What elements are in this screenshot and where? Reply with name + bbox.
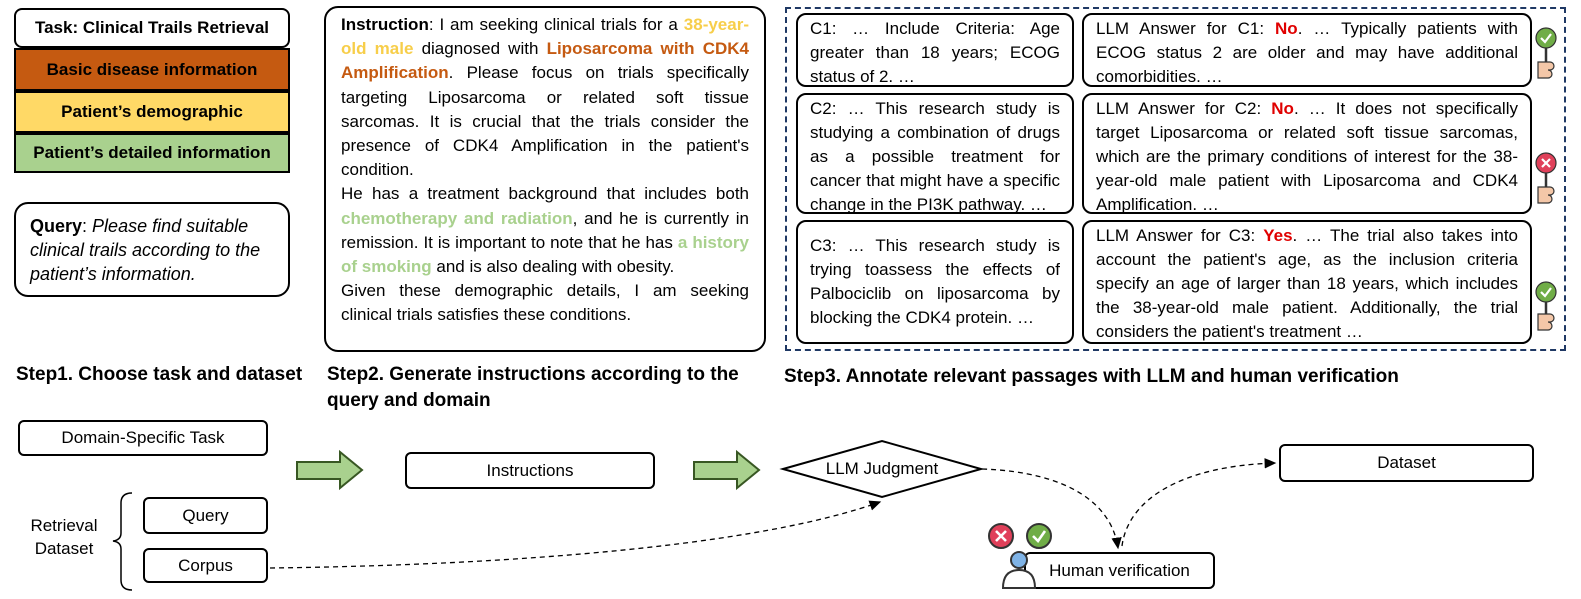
candidate-c3: C3: … This research study is trying toas… [796, 220, 1074, 344]
instruction-p2b: , and he is currently in remission. It i… [341, 208, 749, 252]
answer-c3: LLM Answer for C3: Yes. … The trial also… [1082, 220, 1532, 344]
approve-badge-icon [1026, 523, 1052, 549]
judgment-to-verification-arrow [981, 468, 1122, 550]
green-arrow-1 [296, 449, 364, 491]
answer-c2: LLM Answer for C2: No. … It does not spe… [1082, 93, 1532, 214]
thumb-up-check-icon [1535, 281, 1557, 331]
instruction-p2c: and is also dealing with obesity. [431, 257, 675, 277]
query-node: Query [143, 497, 268, 534]
thumb-down-cross-icon [1535, 152, 1557, 204]
corpus-to-judgment-arrow [269, 500, 882, 569]
instruction-age: 38-year-old male [341, 15, 749, 59]
retrieval-dataset-brace [112, 492, 133, 591]
instruction-p3: Given these demographic details, I am se… [341, 281, 749, 325]
answer-c1: LLM Answer for C1: No. … Typically patie… [1082, 13, 1532, 87]
answer-c1-prefix: LLM Answer for C1: [1096, 19, 1276, 38]
answer-c2-verdict: No [1271, 99, 1294, 118]
legend-basic-disease: Basic disease information [14, 48, 290, 91]
query-box: Query: Please find suitable clinical tra… [14, 202, 290, 297]
legend-detailed-info: Patient’s detailed information [14, 133, 290, 173]
instructions-node: Instructions [405, 452, 655, 489]
legend-demographic: Patient’s demographic [14, 91, 290, 133]
verification-to-dataset-arrow [1121, 458, 1277, 547]
human-verification-node: Human verification [1024, 552, 1215, 589]
candidate-c2: C2: … This research study is studying a … [796, 93, 1074, 214]
answer-c3-verdict: Yes [1263, 226, 1293, 245]
query-label: Query [30, 216, 83, 236]
answer-c3-rest: . … The trial also takes into account th… [1096, 226, 1518, 341]
corpus-node: Corpus [143, 548, 268, 583]
llm-judgment-label: LLM Judgment [825, 459, 939, 478]
person-icon [1001, 551, 1037, 589]
instruction-treatment: chemotherapy and radiation [341, 208, 573, 228]
query-text: Please find suitable clinical trails acc… [30, 216, 261, 284]
answer-c3-prefix: LLM Answer for C3: [1096, 226, 1264, 245]
dataset-node: Dataset [1279, 444, 1534, 482]
reject-badge-icon [988, 523, 1014, 549]
answer-c2-prefix: LLM Answer for C2: [1096, 99, 1272, 118]
candidate-c1: C1: … Include Criteria: Age greater than… [796, 13, 1074, 87]
instruction-label: Instruction [341, 15, 429, 34]
instruction-p1c: . Please focus on trials specifically ta… [341, 63, 749, 180]
thumb-up-check-icon [1535, 27, 1557, 79]
instruction-smoking: a history of smoking [341, 232, 749, 277]
retrieval-dataset-label: Retrieval Dataset [30, 516, 98, 558]
instruction-p1a: : I am seeking clinical trials for a [428, 15, 684, 34]
step3-title: Step3. Annotate relevant passages with L… [784, 366, 1399, 387]
annotation-panel [785, 7, 1566, 351]
instruction-box: Instruction: I am seeking clinical trial… [324, 6, 766, 352]
answer-c1-verdict: No [1275, 19, 1298, 38]
query-colon: : [82, 216, 93, 236]
instruction-disease: Liposarcoma with CDK4 Amplification [341, 39, 749, 83]
green-arrow-2 [693, 449, 761, 491]
llm-judgment-node [779, 439, 985, 499]
answer-c2-rest: . … It does not specifically target Lipo… [1096, 99, 1518, 214]
answer-c1-rest: . … Typically patients with ECOG status … [1096, 19, 1518, 86]
legend-task: Task: Clinical Trails Retrieval [14, 8, 290, 48]
domain-task-box: Domain-Specific Task [18, 420, 268, 456]
step1-title: Step1. Choose task and dataset [16, 364, 303, 385]
instruction-p2a: He has a treatment background that inclu… [341, 184, 749, 204]
step2-title: Step2. Generate instructions according t… [327, 364, 739, 411]
instruction-p1b: diagnosed with [413, 39, 547, 59]
